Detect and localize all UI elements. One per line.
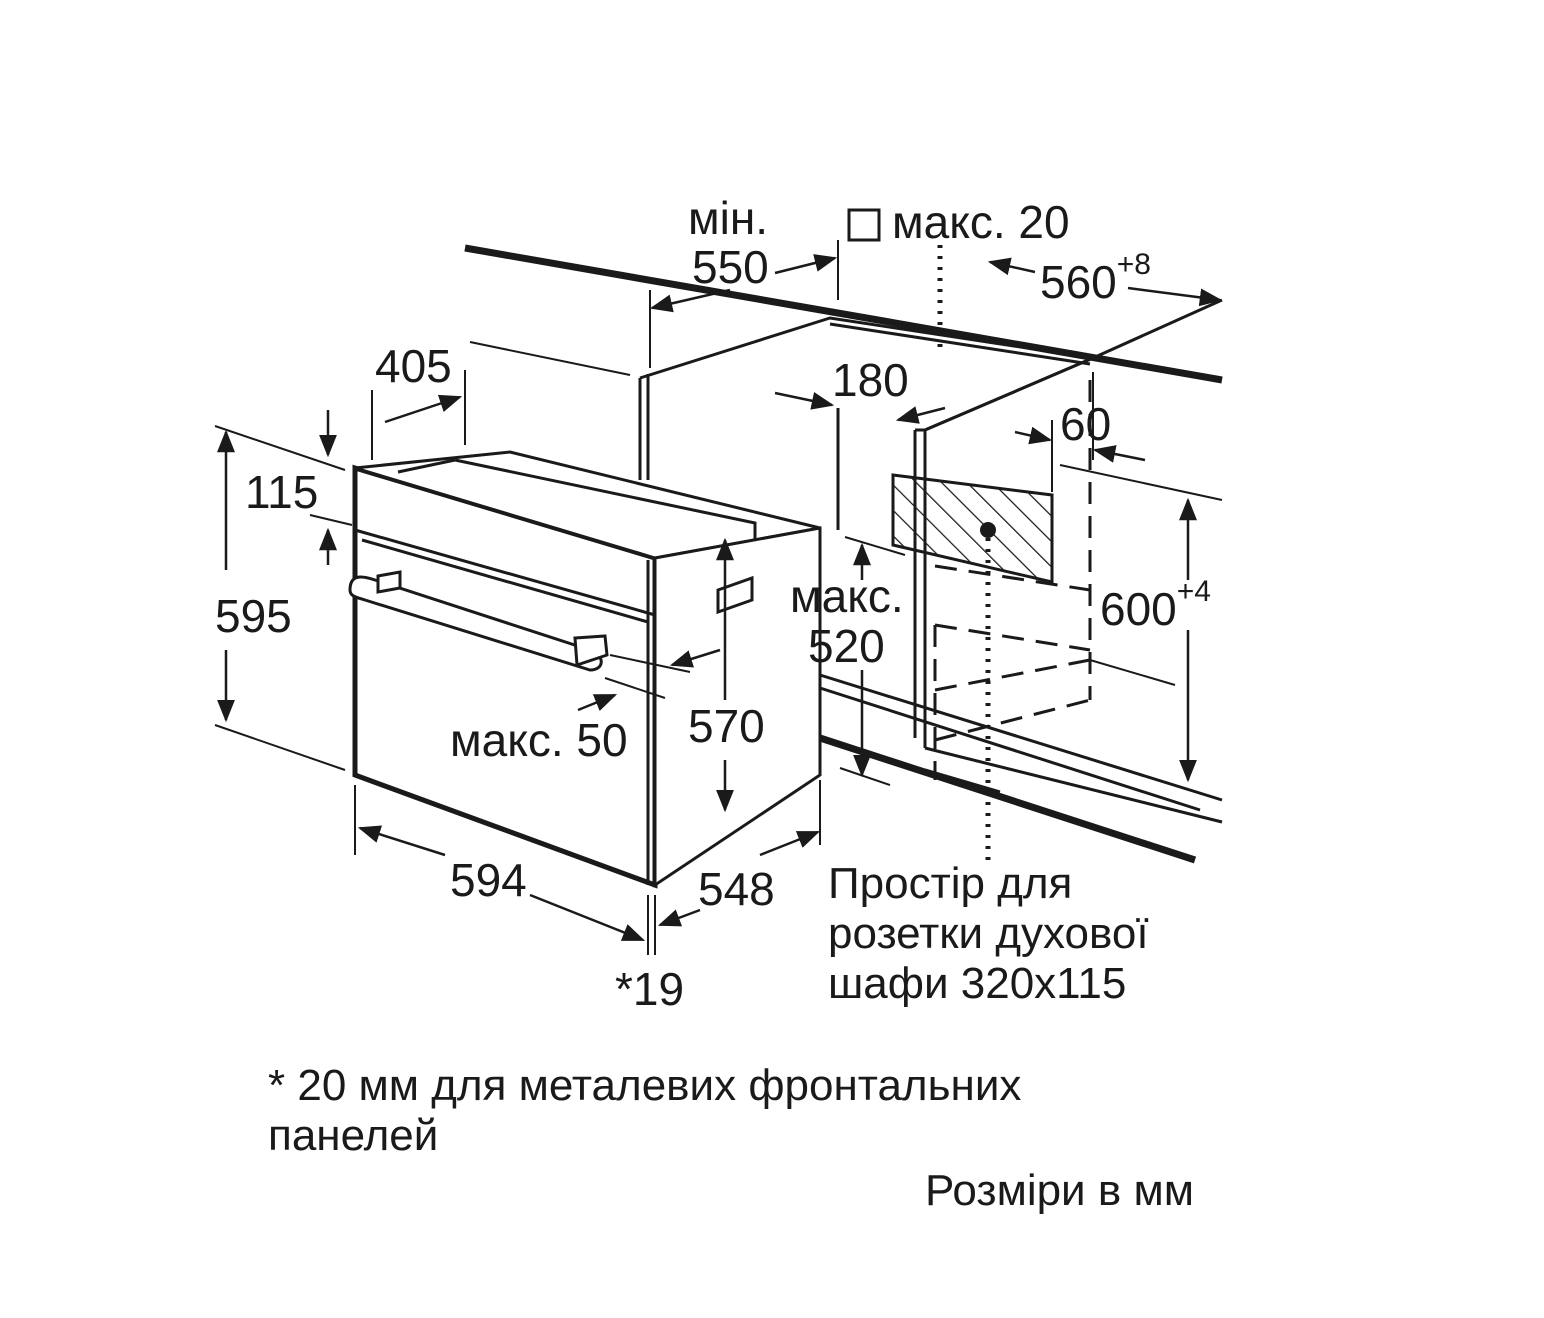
handle-max-label: макс. 50 bbox=[450, 714, 628, 766]
panel-height-label: 115 bbox=[245, 466, 318, 518]
socket-offset-label: 60 bbox=[1060, 398, 1111, 450]
body-depth-label: 548 bbox=[698, 863, 775, 915]
max-label: макс. bbox=[790, 570, 904, 622]
socket-note-line3: шафи 320x115 bbox=[828, 959, 1126, 1008]
max-depth-label: 520 bbox=[808, 620, 885, 672]
oven-handle-icon bbox=[348, 570, 609, 672]
socket-note-line2: розетки духової bbox=[828, 909, 1149, 958]
niche-height-label: 600+4 bbox=[1100, 575, 1211, 635]
front-width-label: 594 bbox=[450, 854, 527, 906]
front-thickness-label: *19 bbox=[615, 963, 684, 1015]
handle-gap-label: 180 bbox=[832, 354, 909, 406]
min-label: мін. bbox=[688, 192, 768, 244]
footnote-line2: панелей bbox=[268, 1111, 438, 1160]
square-icon bbox=[847, 208, 881, 242]
socket-note-line1: Простір для bbox=[828, 859, 1072, 908]
socket-note: Простір для розетки духової шафи 320x115 bbox=[828, 859, 1149, 1008]
niche-width-label: 560+8 bbox=[1040, 248, 1151, 308]
depth-min-label: 550 bbox=[692, 241, 769, 293]
upper-depth-label: 405 bbox=[375, 340, 452, 392]
footnote-line1: * 20 мм для металевих фронтальних bbox=[268, 1061, 1021, 1110]
overall-height-label: 595 bbox=[215, 590, 292, 642]
units-label: Розміри в мм bbox=[925, 1166, 1194, 1215]
dimension-lines bbox=[214, 240, 1223, 955]
oven bbox=[348, 450, 822, 889]
cabinet-niche bbox=[464, 244, 1223, 864]
gap-max-label: макс. 20 bbox=[892, 196, 1070, 248]
body-height-label: 570 bbox=[688, 700, 765, 752]
dimension-labels: мін. 550 макс. 20 560+8 405 180 60 115 5… bbox=[215, 192, 1211, 1015]
socket-dot bbox=[980, 522, 996, 538]
socket-area bbox=[891, 245, 1054, 860]
